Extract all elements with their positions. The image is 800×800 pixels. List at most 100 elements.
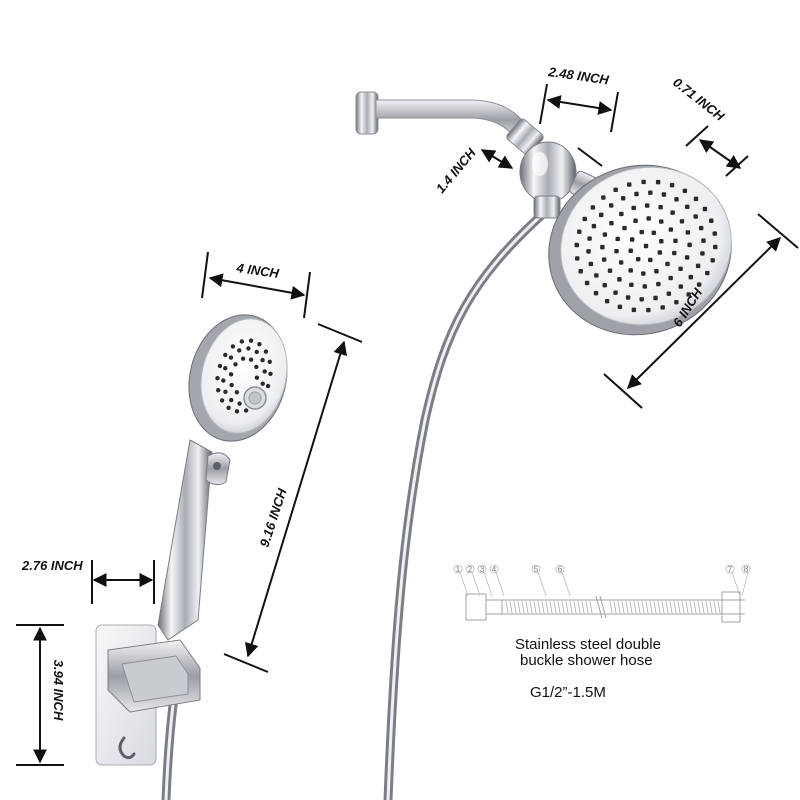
nozzle: [645, 203, 650, 208]
nozzle: [607, 268, 613, 273]
nozzle: [700, 251, 705, 256]
dim-label-head-thickness: 0.71 INCH: [670, 75, 728, 125]
nozzle: [601, 195, 606, 200]
dim-label-holder-depth: 2.76 INCH: [21, 558, 83, 573]
nozzle: [669, 182, 675, 188]
nozzle: [248, 338, 254, 343]
nozzle: [233, 362, 238, 367]
hose-spec: G1/2”-1.5M: [530, 684, 606, 701]
nozzle: [226, 405, 231, 410]
nozzle: [216, 387, 221, 393]
handheld-shower: [157, 314, 288, 641]
nozzle: [613, 187, 618, 192]
nozzle: [643, 243, 649, 249]
nozzle: [234, 409, 240, 414]
nozzle: [702, 206, 708, 212]
nozzle: [594, 273, 599, 278]
nozzle: [710, 258, 715, 263]
part-number-label: 4: [492, 565, 497, 574]
nozzle: [254, 375, 260, 380]
nozzle: [665, 261, 670, 267]
nozzle: [223, 389, 228, 395]
nozzle: [682, 188, 688, 193]
dim-label-handheld-length: 9.16 INCH: [257, 486, 290, 549]
nozzle: [584, 280, 590, 286]
nozzle: [629, 282, 634, 287]
nozzle: [268, 371, 273, 376]
nozzle: [215, 376, 220, 381]
nozzle: [634, 191, 639, 197]
part-number-label: 6: [558, 565, 563, 574]
nozzle: [672, 250, 677, 256]
nozzle: [265, 383, 271, 389]
nozzle: [687, 242, 692, 248]
nozzle: [230, 344, 236, 349]
nozzle: [670, 210, 675, 215]
nozzle: [237, 401, 242, 406]
nozzle: [246, 346, 251, 351]
nozzle: [648, 190, 653, 195]
nozzle: [639, 229, 644, 235]
nozzle: [602, 232, 608, 237]
nozzle: [219, 398, 225, 403]
nozzle: [625, 295, 631, 300]
nozzle: [254, 349, 259, 355]
nozzle: [260, 381, 265, 386]
nozzle: [586, 249, 591, 254]
nozzle: [653, 295, 658, 301]
part-number-label: 2: [468, 565, 473, 574]
nozzle: [614, 248, 619, 254]
part-number-label: 3: [480, 565, 485, 574]
nozzle: [240, 356, 246, 361]
nozzle: [656, 281, 661, 287]
nozzle: [628, 268, 633, 273]
nozzle: [651, 230, 656, 236]
nozzle: [262, 369, 267, 374]
nozzle: [229, 382, 234, 388]
nozzle: [263, 349, 269, 354]
nozzle: [678, 284, 684, 289]
nozzle: [591, 223, 597, 229]
nozzle: [582, 216, 587, 222]
nozzle: [593, 290, 599, 296]
nozzle: [709, 218, 714, 223]
part-number-label: 5: [534, 565, 539, 574]
nozzle: [615, 236, 620, 242]
hose-title-line2: buckle shower hose: [520, 652, 653, 669]
nozzle: [604, 299, 610, 304]
nozzle: [633, 218, 638, 223]
nozzle: [267, 359, 272, 365]
shower-hose: [161, 207, 550, 800]
nozzle: [228, 355, 234, 360]
nozzle: [237, 348, 242, 353]
dim-label-connector: 1.4 INCH: [433, 145, 479, 196]
nozzle: [713, 244, 718, 250]
nozzle: [599, 212, 604, 218]
nozzle: [673, 238, 678, 244]
nozzle: [678, 266, 683, 272]
nozzle: [254, 364, 259, 370]
nozzle: [705, 270, 710, 276]
shower-arm: [355, 91, 544, 156]
nozzle: [617, 277, 622, 282]
part-number-label: 1: [456, 565, 461, 574]
nozzle: [631, 307, 637, 313]
nozzle: [639, 297, 644, 302]
nozzle: [629, 237, 635, 242]
dim-label-holder-height: 3.94 INCH: [51, 660, 66, 721]
nozzle: [646, 216, 651, 221]
nozzle: [228, 372, 234, 377]
nozzle: [679, 219, 685, 224]
nozzle: [658, 205, 663, 210]
part-number-label: 7: [728, 565, 733, 574]
nozzle: [696, 282, 702, 287]
nozzle: [685, 230, 691, 235]
nozzle: [223, 352, 228, 358]
nozzle: [674, 300, 679, 305]
nozzle: [590, 205, 596, 210]
nozzle: [646, 307, 651, 313]
nozzle: [659, 239, 664, 244]
dim-label-hand-head-width: 4 INCH: [235, 260, 281, 281]
nozzle: [657, 250, 663, 255]
